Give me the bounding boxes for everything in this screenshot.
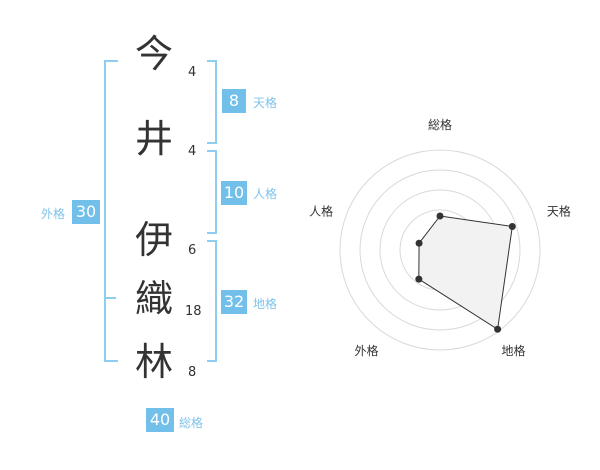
stroke-count-3: 6 [188,243,197,258]
radar-axis-label: 地格 [501,343,525,358]
gaikaku-bracket-split [104,297,116,299]
radar-ring [359,169,521,331]
radar-axis-label: 外格 [354,343,378,358]
stroke-count-1: 4 [188,65,197,80]
stroke-count-2: 4 [188,144,197,159]
name-char-5: 林 [134,340,173,384]
radar-point [494,325,502,333]
name-char-3: 伊 [134,218,173,262]
name-char-4: 織 [134,277,173,321]
jinkaku-label: 人格 [253,187,278,201]
stroke-count-4: 18 [185,304,202,319]
radar-axis-label: 総格 [428,117,452,132]
gaikaku-badge: 30 [72,200,100,224]
radar-point [508,223,516,231]
stroke-count-5: 8 [188,365,197,380]
soukaku-badge: 40 [146,408,174,432]
chikaku-badge: 32 [221,290,247,314]
chikaku-bracket [207,240,217,362]
tenkaku-badge: 8 [222,89,246,113]
radar-point [415,239,423,247]
jinkaku-badge: 10 [221,181,247,205]
gaikaku-label: 外格 [41,207,66,221]
name-char-1: 今 [134,32,173,76]
radar-ring [339,149,541,351]
radar-area [418,215,513,331]
tenkaku-bracket [207,60,217,144]
radar-point [415,275,423,283]
radar-axis-label: 天格 [547,203,571,218]
name-char-2: 井 [134,117,173,161]
radar-axis-label: 人格 [309,203,333,218]
soukaku-label: 総格 [179,416,204,430]
jinkaku-bracket [207,150,217,234]
tenkaku-label: 天格 [253,96,278,110]
chikaku-label: 地格 [253,297,278,311]
gaikaku-bracket [104,60,118,362]
radar-point [436,212,444,220]
